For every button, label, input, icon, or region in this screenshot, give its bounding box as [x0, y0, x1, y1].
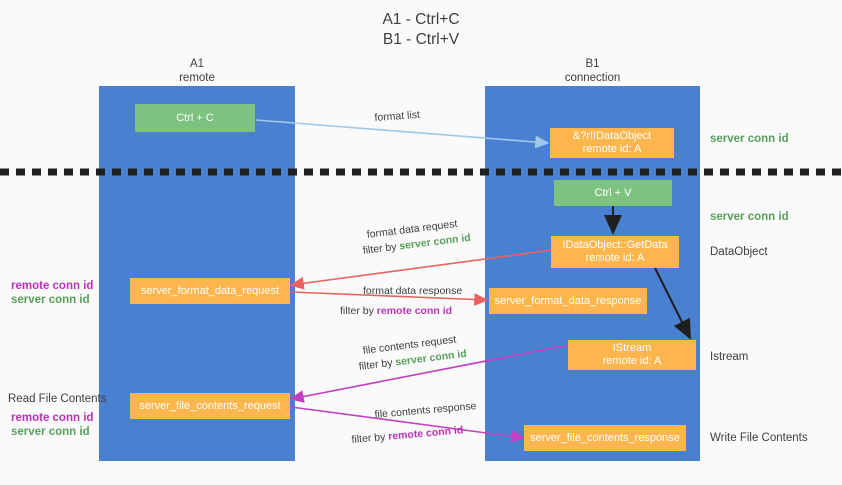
box-ctrl-c[interactable]: Ctrl + C — [135, 104, 255, 132]
annotation-file-remote-conn-id: remote conn id — [11, 412, 94, 424]
annotation-file-server-conn-id: server conn id — [11, 426, 90, 438]
filter-value-remote-conn-id: remote conn id — [387, 424, 464, 443]
edge-label-file-contents-response: file contents response — [374, 400, 477, 421]
edge-label-format-list: format list — [374, 108, 421, 124]
box-server-format-data-request[interactable]: server_format_data_request — [130, 278, 290, 304]
box-idataobject-create[interactable]: &?r!IDataObject remote id: A — [550, 128, 674, 158]
annotation-dataobject: DataObject — [710, 246, 768, 258]
annotation-format-remote-conn-id: remote conn id — [11, 280, 94, 292]
annotation-write-file-contents: Write File Contents — [710, 432, 808, 444]
edge-label-format-data-response: format data response — [363, 285, 463, 297]
column-header-b1: B1 connection — [564, 58, 621, 84]
box-server-format-data-response[interactable]: server_format_data_response — [489, 288, 647, 314]
annotation-istream: Istream — [710, 351, 749, 363]
annotation-server-conn-id-top: server conn id — [710, 133, 789, 145]
filter-prefix: filter by — [358, 356, 397, 373]
annotation-read-file-contents: Read File Contents — [8, 393, 107, 405]
column-header-a1: A1 remote — [179, 58, 215, 84]
edge-label-file-contents-response-filter: filter by remote conn id — [351, 423, 464, 447]
box-server-file-contents-request[interactable]: server_file_contents_request — [130, 393, 290, 419]
filter-prefix: filter by — [340, 305, 377, 317]
box-ctrl-v[interactable]: Ctrl + V — [554, 180, 672, 206]
filter-value-remote-conn-id: remote conn id — [376, 305, 453, 317]
page-title: A1 - Ctrl+C B1 - Ctrl+V — [382, 11, 460, 48]
filter-prefix: filter by — [362, 240, 401, 257]
annotation-server-conn-id-mid: server conn id — [710, 211, 789, 223]
box-istream[interactable]: IStream remote id: A — [568, 340, 696, 370]
edge-label-format-data-response-filter: filter by remote conn id — [340, 304, 452, 318]
filter-prefix: filter by — [351, 430, 389, 446]
box-server-file-contents-response[interactable]: server_file_contents_response — [524, 425, 686, 451]
annotation-format-server-conn-id: server conn id — [11, 294, 90, 306]
box-idataobject-getdata[interactable]: IDataObject::GetData remote id: A — [551, 236, 679, 268]
